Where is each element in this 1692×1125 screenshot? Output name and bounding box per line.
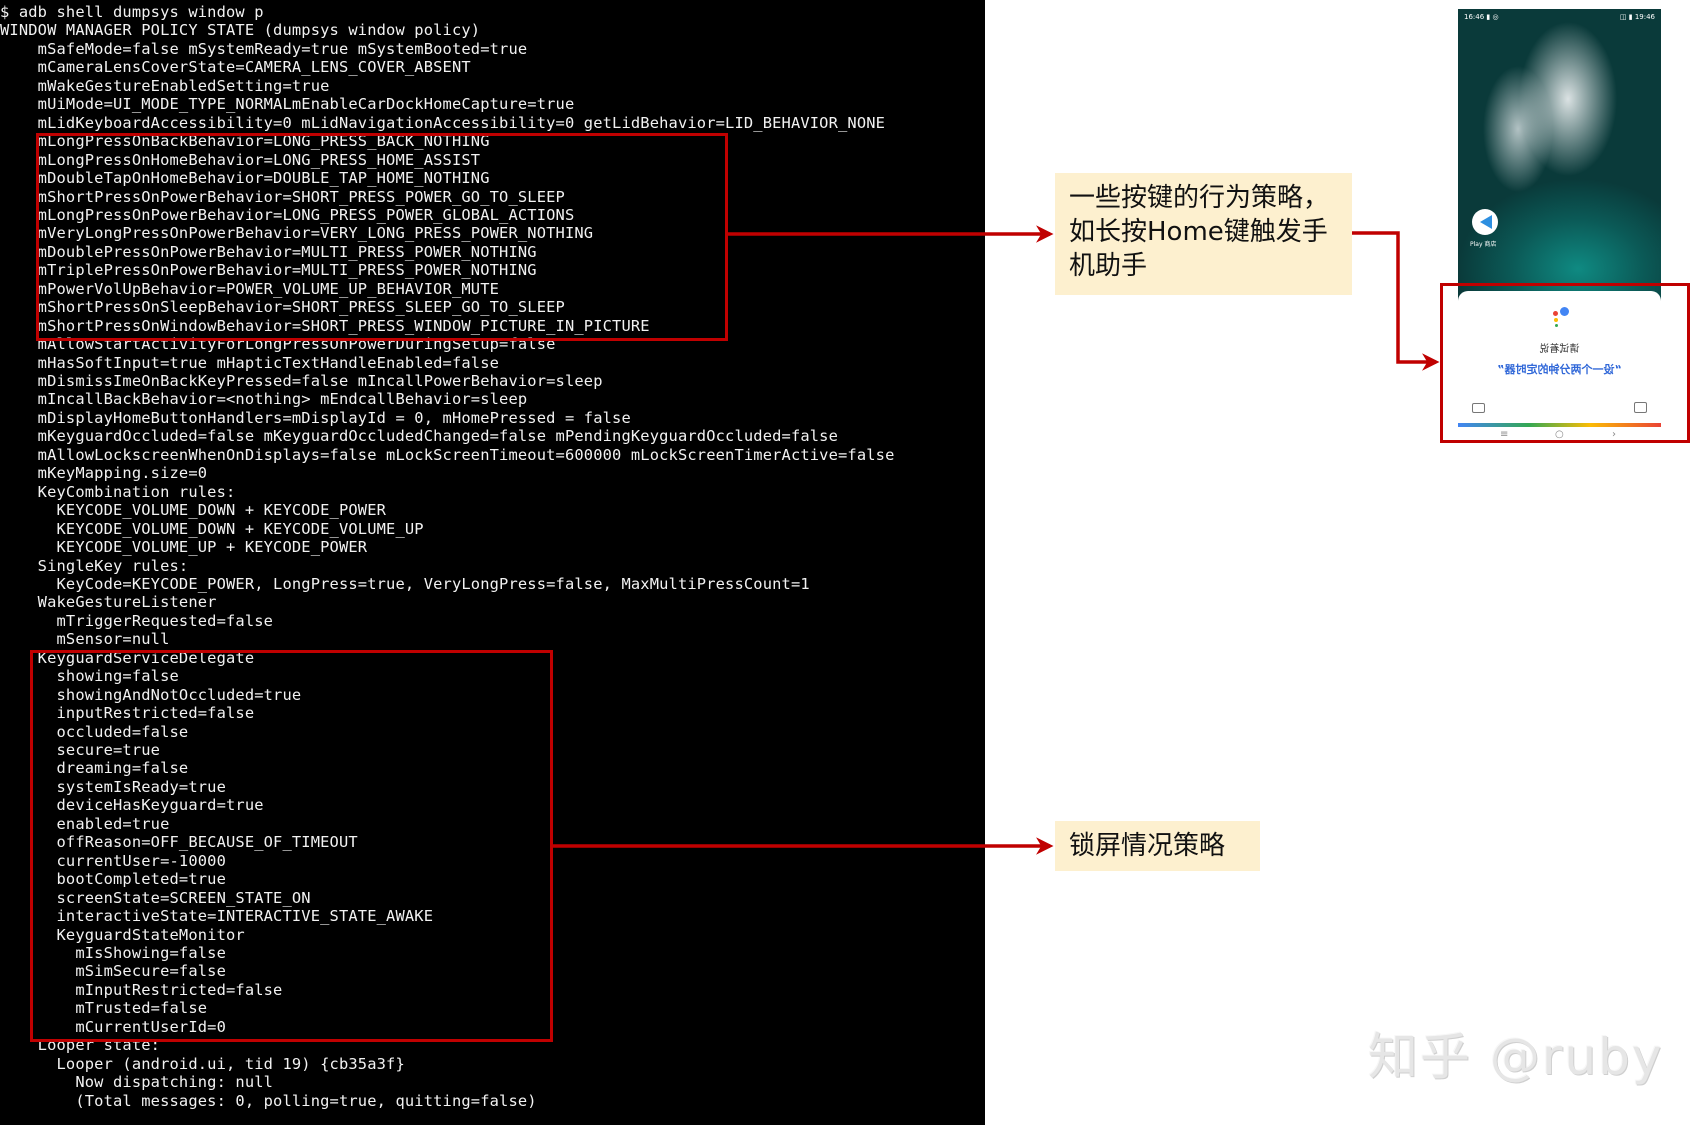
terminal-line: $ adb shell dumpsys window p [0, 3, 264, 21]
terminal-line: bootCompleted=true [0, 870, 226, 889]
play-store-app-icon[interactable] [1472, 209, 1498, 235]
phone-screenshot: 16:46 ▮ ◎ ◫ ▮ 19:46 Play 商店 请试着说 “设一个两分钟… [1458, 9, 1661, 445]
terminal-line: Now dispatching: null [0, 1073, 274, 1092]
nav-home-button[interactable]: ○ [1555, 429, 1564, 440]
key-behavior-annotation: 一些按键的行为策略， 如长按Home键触发手 机助手 [1055, 173, 1352, 295]
lens-icon[interactable] [1634, 402, 1647, 413]
phone-wallpaper: 16:46 ▮ ◎ ◫ ▮ 19:46 Play 商店 [1458, 9, 1661, 309]
terminal-line: occluded=false [0, 722, 189, 741]
terminal-line: mPowerVolUpBehavior=POWER_VOLUME_UP_BEHA… [0, 279, 500, 298]
assistant-panel[interactable]: 请试着说 “设一个两分钟的定时器” ≡ ○ › [1458, 291, 1661, 445]
terminal-line: mTriplePressOnPowerBehavior=MULTI_PRESS_… [0, 261, 537, 280]
terminal-line: mSensor=null [0, 630, 170, 649]
terminal-line: interactiveState=INTERACTIVE_STATE_AWAKE [0, 907, 434, 926]
terminal-line: deviceHasKeyguard=true [0, 796, 264, 815]
terminal-line: offReason=OFF_BECAUSE_OF_TIMEOUT [0, 833, 358, 852]
nav-menu-button[interactable]: ≡ [1500, 429, 1509, 440]
terminal-line: KeyCode=KEYCODE_POWER, LongPress=true, V… [0, 574, 810, 593]
keyguard-highlight-box [30, 650, 553, 1042]
terminal-line: mCameraLensCoverState=CAMERA_LENS_COVER_… [0, 58, 471, 77]
terminal-line: mUiMode=UI_MODE_TYPE_NORMALmEnableCarDoc… [0, 95, 575, 114]
assistant-color-bar [1458, 423, 1661, 427]
terminal-line: KeyCombination rules: [0, 482, 236, 501]
terminal-line: dreaming=false [0, 759, 189, 778]
nav-back-button[interactable]: › [1612, 429, 1616, 440]
terminal-line: screenState=SCREEN_STATE_ON [0, 888, 311, 907]
terminal-line: enabled=true [0, 814, 170, 833]
terminal-line: mTriggerRequested=false [0, 611, 274, 630]
play-store-app-label: Play 商店 [1470, 241, 1497, 248]
terminal-line: secure=true [0, 741, 161, 759]
terminal-line: mKeyguardOccluded=false mKeyguardOcclude… [0, 427, 839, 446]
terminal-line: mKeyMapping.size=0 [0, 464, 208, 483]
terminal-line: WINDOW MANAGER POLICY STATE (dumpsys win… [0, 21, 481, 40]
phone-status-left: 16:46 ▮ ◎ [1464, 13, 1499, 21]
keyboard-icon[interactable] [1472, 403, 1485, 413]
terminal-line: showing=false [0, 667, 179, 686]
terminal-line: (Total messages: 0, polling=true, quitti… [0, 1091, 537, 1110]
arrow-note-to-phone [1352, 231, 1440, 371]
terminal-line: mDismissImeOnBackKeyPressed=false mIncal… [0, 372, 603, 390]
terminal-line: mLongPressOnHomeBehavior=LONG_PRESS_HOME… [0, 150, 481, 169]
terminal-line: mAllowLockscreenWhenOnDisplays=false mLo… [0, 445, 895, 464]
key-behavior-highlight-box [36, 133, 728, 341]
terminal-line: mSimSecure=false [0, 962, 226, 981]
terminal-line: mDoublePressOnPowerBehavior=MULTI_PRESS_… [0, 242, 537, 261]
terminal-line: mShortPressOnWindowBehavior=SHORT_PRESS_… [0, 316, 650, 335]
terminal-line: mIncallBackBehavior=<nothing> mEndcallBe… [0, 390, 528, 409]
terminal-line: mLongPressOnPowerBehavior=LONG_PRESS_POW… [0, 205, 575, 224]
terminal-line: KeyguardStateMonitor [0, 925, 245, 944]
terminal-line: KeyguardServiceDelegate [0, 648, 255, 667]
terminal-line: Looper (android.ui, tid 19) {cb35a3f} [0, 1054, 405, 1073]
terminal-line: mDoubleTapOnHomeBehavior=DOUBLE_TAP_HOME… [0, 169, 490, 188]
terminal-line: systemIsReady=true [0, 777, 226, 796]
terminal-line: KEYCODE_VOLUME_DOWN + KEYCODE_VOLUME_UP [0, 519, 424, 538]
terminal-line: WakeGestureListener [0, 593, 217, 612]
terminal-line: mTrusted=false [0, 999, 208, 1018]
terminal-line: mDisplayHomeButtonHandlers=mDisplayId = … [0, 408, 631, 427]
terminal-line: SingleKey rules: [0, 556, 189, 575]
watermark: 知乎 @ruby [1368, 1028, 1664, 1086]
terminal-line: mShortPressOnPowerBehavior=SHORT_PRESS_P… [0, 187, 565, 206]
terminal-line: inputRestricted=false [0, 704, 255, 723]
terminal-line: showingAndNotOccluded=true [0, 685, 302, 704]
terminal-line: KEYCODE_VOLUME_DOWN + KEYCODE_POWER [0, 501, 387, 520]
assistant-highlight-box [1440, 283, 1690, 443]
lockscreen-annotation: 锁屏情况策略 [1055, 821, 1260, 871]
terminal-line: mLidKeyboardAccessibility=0 mLidNavigati… [0, 113, 886, 132]
terminal-line: mShortPressOnSleepBehavior=SHORT_PRESS_S… [0, 298, 565, 317]
phone-status-right: ◫ ▮ 19:46 [1619, 13, 1655, 21]
terminal-line: mInputRestricted=false [0, 980, 283, 999]
terminal-line: mVeryLongPressOnPowerBehavior=VERY_LONG_… [0, 224, 594, 243]
terminal-line: currentUser=-10000 [0, 851, 226, 870]
terminal-line: mWakeGestureEnabledSetting=true [0, 76, 330, 95]
terminal-line: KEYCODE_VOLUME_UP + KEYCODE_POWER [0, 538, 368, 557]
terminal-line: mIsShowing=false [0, 943, 226, 962]
assistant-logo-icon [1550, 305, 1574, 329]
terminal-line: mCurrentUserId=0 [0, 1017, 226, 1036]
terminal-line: mSafeMode=false mSystemReady=true mSyste… [0, 39, 528, 58]
terminal-line: mHasSoftInput=true mHapticTextHandleEnab… [0, 353, 500, 372]
terminal-line: mLongPressOnBackBehavior=LONG_PRESS_BACK… [0, 132, 490, 151]
